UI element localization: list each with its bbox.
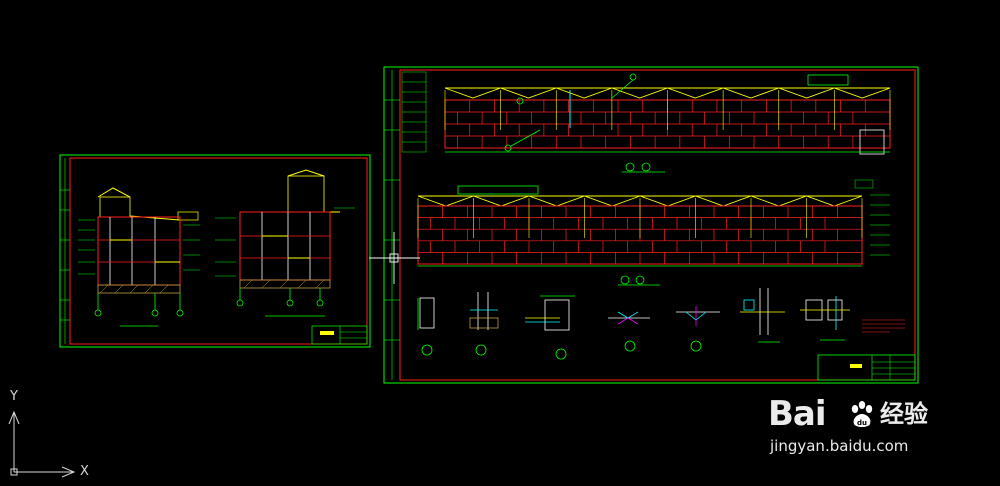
watermark-logo: Bai — [768, 394, 827, 434]
sheet-right-margin-strip — [384, 70, 400, 380]
detail-2 — [469, 292, 499, 356]
sheet-right-outer-frame — [383, 66, 919, 384]
detail-notes — [862, 319, 905, 333]
detail-5 — [676, 306, 720, 352]
baidu-watermark: Bai du 经验 jingyan.baidu.com — [768, 394, 958, 464]
elevation-drawing-2 — [417, 179, 890, 286]
ucs-y-label: Y — [10, 389, 18, 404]
watermark-url: jingyan.baidu.com — [770, 437, 909, 455]
sheet-left-title-block — [311, 325, 368, 345]
sheet-left-outer-frame — [59, 154, 371, 348]
watermark-logo-text: Bai — [768, 394, 827, 434]
ucs-x-label: X — [80, 464, 89, 479]
detail-1 — [417, 297, 435, 356]
sheet-right-title-block — [817, 354, 916, 381]
sheet-left-margin-strip — [60, 158, 70, 344]
detail-7 — [800, 296, 850, 341]
section-drawing-1 — [78, 187, 200, 327]
elevation-drawing-1 — [444, 73, 891, 173]
sheet-right-legend-table — [401, 71, 427, 153]
sheet-left[interactable] — [59, 154, 371, 348]
paw-logo-suffix: du — [857, 419, 867, 427]
crosshair-cursor-icon — [369, 232, 420, 284]
ucs-axis-icon — [8, 410, 76, 478]
baidu-paw-icon: du — [851, 401, 873, 427]
detail-4 — [608, 311, 650, 352]
section-drawing-2 — [215, 169, 355, 317]
watermark-name: 经验 — [880, 400, 928, 428]
detail-6 — [740, 288, 785, 343]
detail-3 — [525, 295, 575, 360]
sheet-right-inner-border — [399, 69, 916, 381]
sheet-left-inner-border — [69, 157, 368, 345]
detail-drawings — [417, 288, 905, 360]
sheet-right[interactable] — [383, 66, 919, 384]
